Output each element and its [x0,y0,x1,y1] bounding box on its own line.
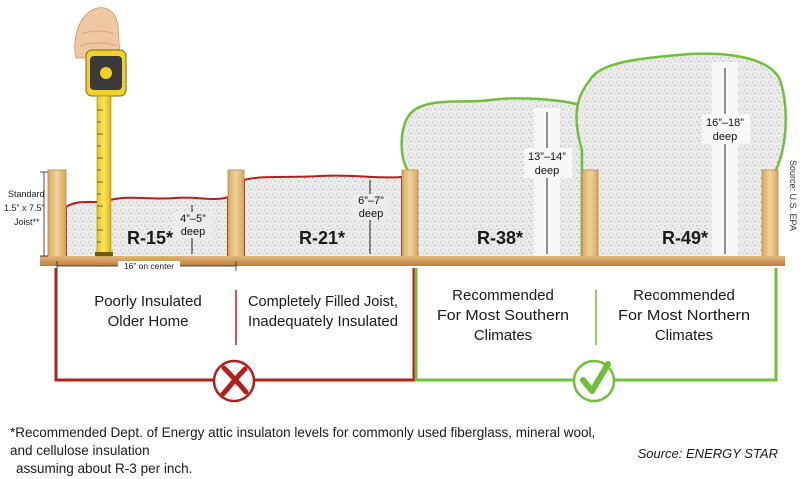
caption-r15-line-1: Poorly Insulated [94,293,202,310]
depth-r38: 13”–14” deep [524,112,572,254]
x-badge-icon [212,359,256,403]
joist-label-line-2: 1.5” x 7.5” [4,203,45,213]
depth-r15-line-1: 4”–5” [180,213,206,225]
depth-r38-line-1: 13”–14” [528,151,566,163]
joist-1 [47,169,67,261]
joist-label: Standard 1.5” x 7.5” Joist** [4,189,45,227]
depth-r15: 4”–5” deep [174,205,212,254]
tape-measure-icon [85,49,127,257]
caption-r38-line-3: Climates [474,327,532,344]
caption-r49-line-1: Recommended [633,287,735,304]
joist-5 [761,169,779,261]
caption-r38-line-2: For Most Southern [437,307,569,324]
caption-r21-line-2: Inadequately Insulated [248,313,398,330]
r-value-r49: R-49* [662,228,708,248]
caption-r49-line-3: Climates [655,327,713,344]
hand-icon [74,7,121,59]
depth-r49: 16”–18” deep [702,68,750,254]
ceiling-board [40,256,785,266]
r-value-r15: R-15* [127,228,173,248]
depth-r15-line-2: deep [181,226,205,238]
r-value-r21: R-21* [299,228,345,248]
depth-r49-line-2: deep [713,131,737,143]
footnote-line-1: *Recommended Dept. of Energy attic insul… [10,425,596,458]
depth-r21: 6”–7” deep [352,180,390,254]
r-value-r38: R-38* [477,228,523,248]
spacing-label: 16” on center [124,261,174,271]
caption-r21-line-1: Completely Filled Joist, [248,293,398,310]
depth-r38-line-2: deep [535,165,559,177]
source-energy-star: Source: ENERGY STAR [637,446,778,461]
depth-r49-line-1: 16”–18” [706,117,744,129]
joist-4 [581,169,599,261]
joist-2 [227,169,245,261]
check-badge-icon [572,359,616,403]
joist-3 [401,169,419,261]
joist-label-line-1: Standard [8,189,45,199]
epa-source: Source: U.S. EPA [788,160,798,231]
joist-label-line-3: Joist** [14,217,40,227]
caption-r38-line-1: Recommended [452,287,554,304]
depth-r21-line-1: 6”–7” [358,195,384,207]
depth-r21-line-2: deep [359,208,383,220]
caption-r49-line-2: For Most Northern [618,307,750,324]
footnote: *Recommended Dept. of Energy attic insul… [10,424,610,478]
caption-r15-line-2: Older Home [108,313,189,330]
footnote-line-2: assuming about R-3 per inch. [16,461,193,476]
